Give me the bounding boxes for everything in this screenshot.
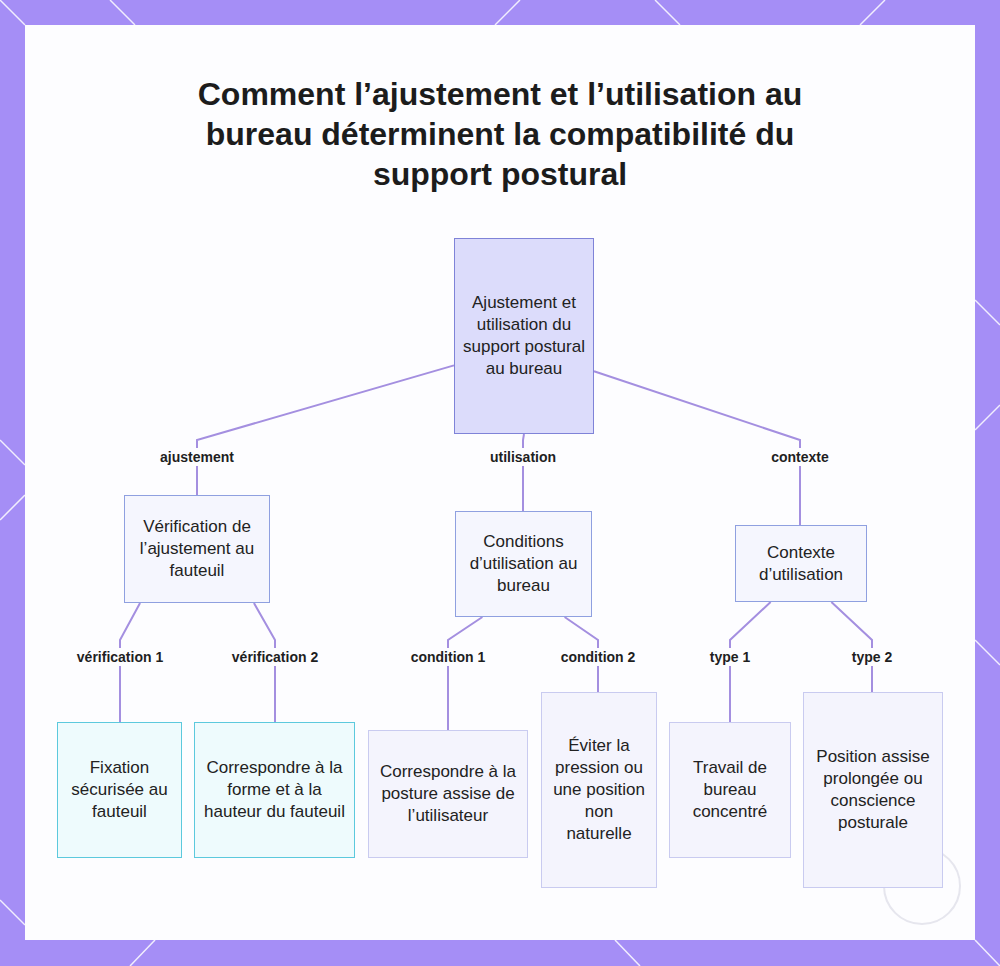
node-text: Position assise prolongée ou conscience … xyxy=(812,746,934,834)
frame-line xyxy=(0,440,25,465)
frame-line xyxy=(495,0,520,25)
node-text: Éviter la pression ou une position non n… xyxy=(550,735,648,845)
frame-line xyxy=(975,940,1000,966)
category-box: Vérification de l’ajustement au fauteuil xyxy=(124,495,270,603)
leaf-box: Travail de bureau concentré xyxy=(669,722,791,858)
edge-label: type 1 xyxy=(707,648,753,666)
leaf-box: Fixation sécurisée au fauteuil xyxy=(57,722,182,858)
leaf-box: Éviter la pression ou une position non n… xyxy=(541,692,657,888)
root-box: Ajustement et utilisation du support pos… xyxy=(454,238,594,434)
connector xyxy=(197,365,454,495)
node-text: Fixation sécurisée au fauteuil xyxy=(66,757,173,823)
edge-label: condition 1 xyxy=(408,648,489,666)
frame-line xyxy=(0,495,25,520)
node-text: Ajustement et utilisation du support pos… xyxy=(463,292,585,380)
connector xyxy=(523,434,524,511)
node-text: Contexte d’utilisation xyxy=(744,542,858,586)
frame-line xyxy=(975,300,1000,325)
edge-label: utilisation xyxy=(487,448,559,466)
frame-line xyxy=(110,0,135,25)
edge-label: vérification 2 xyxy=(229,648,321,666)
category-box: Contexte d’utilisation xyxy=(735,525,867,602)
diagram-title: Comment l’ajustement et l’utilisation au… xyxy=(150,74,850,194)
leaf-box: Correspondre à la posture assise de l’ut… xyxy=(368,730,528,858)
node-text: Correspondre à la forme et à la hauteur … xyxy=(203,757,346,823)
edge-label: condition 2 xyxy=(558,648,639,666)
frame-line xyxy=(655,0,680,25)
edge-label: type 2 xyxy=(849,648,895,666)
edge-label: contexte xyxy=(768,448,832,466)
connector xyxy=(448,617,482,730)
node-text: Correspondre à la posture assise de l’ut… xyxy=(377,761,519,827)
leaf-box: Correspondre à la forme et à la hauteur … xyxy=(194,722,355,858)
category-box: Conditions d’utilisation au bureau xyxy=(455,511,592,617)
connector xyxy=(831,602,872,692)
node-text: Travail de bureau concentré xyxy=(678,757,782,823)
frame-line xyxy=(0,900,25,925)
frame-line xyxy=(975,640,1000,665)
node-text: Vérification de l’ajustement au fauteuil xyxy=(133,516,261,582)
frame-line xyxy=(975,405,1000,430)
edge-label: vérification 1 xyxy=(74,648,166,666)
frame-line xyxy=(130,940,155,966)
leaf-box: Position assise prolongée ou conscience … xyxy=(803,692,943,888)
node-text: Conditions d’utilisation au bureau xyxy=(464,531,583,597)
frame-line xyxy=(860,0,885,25)
frame-line xyxy=(615,940,640,966)
edge-label: ajustement xyxy=(157,448,237,466)
frame-line xyxy=(0,0,25,25)
